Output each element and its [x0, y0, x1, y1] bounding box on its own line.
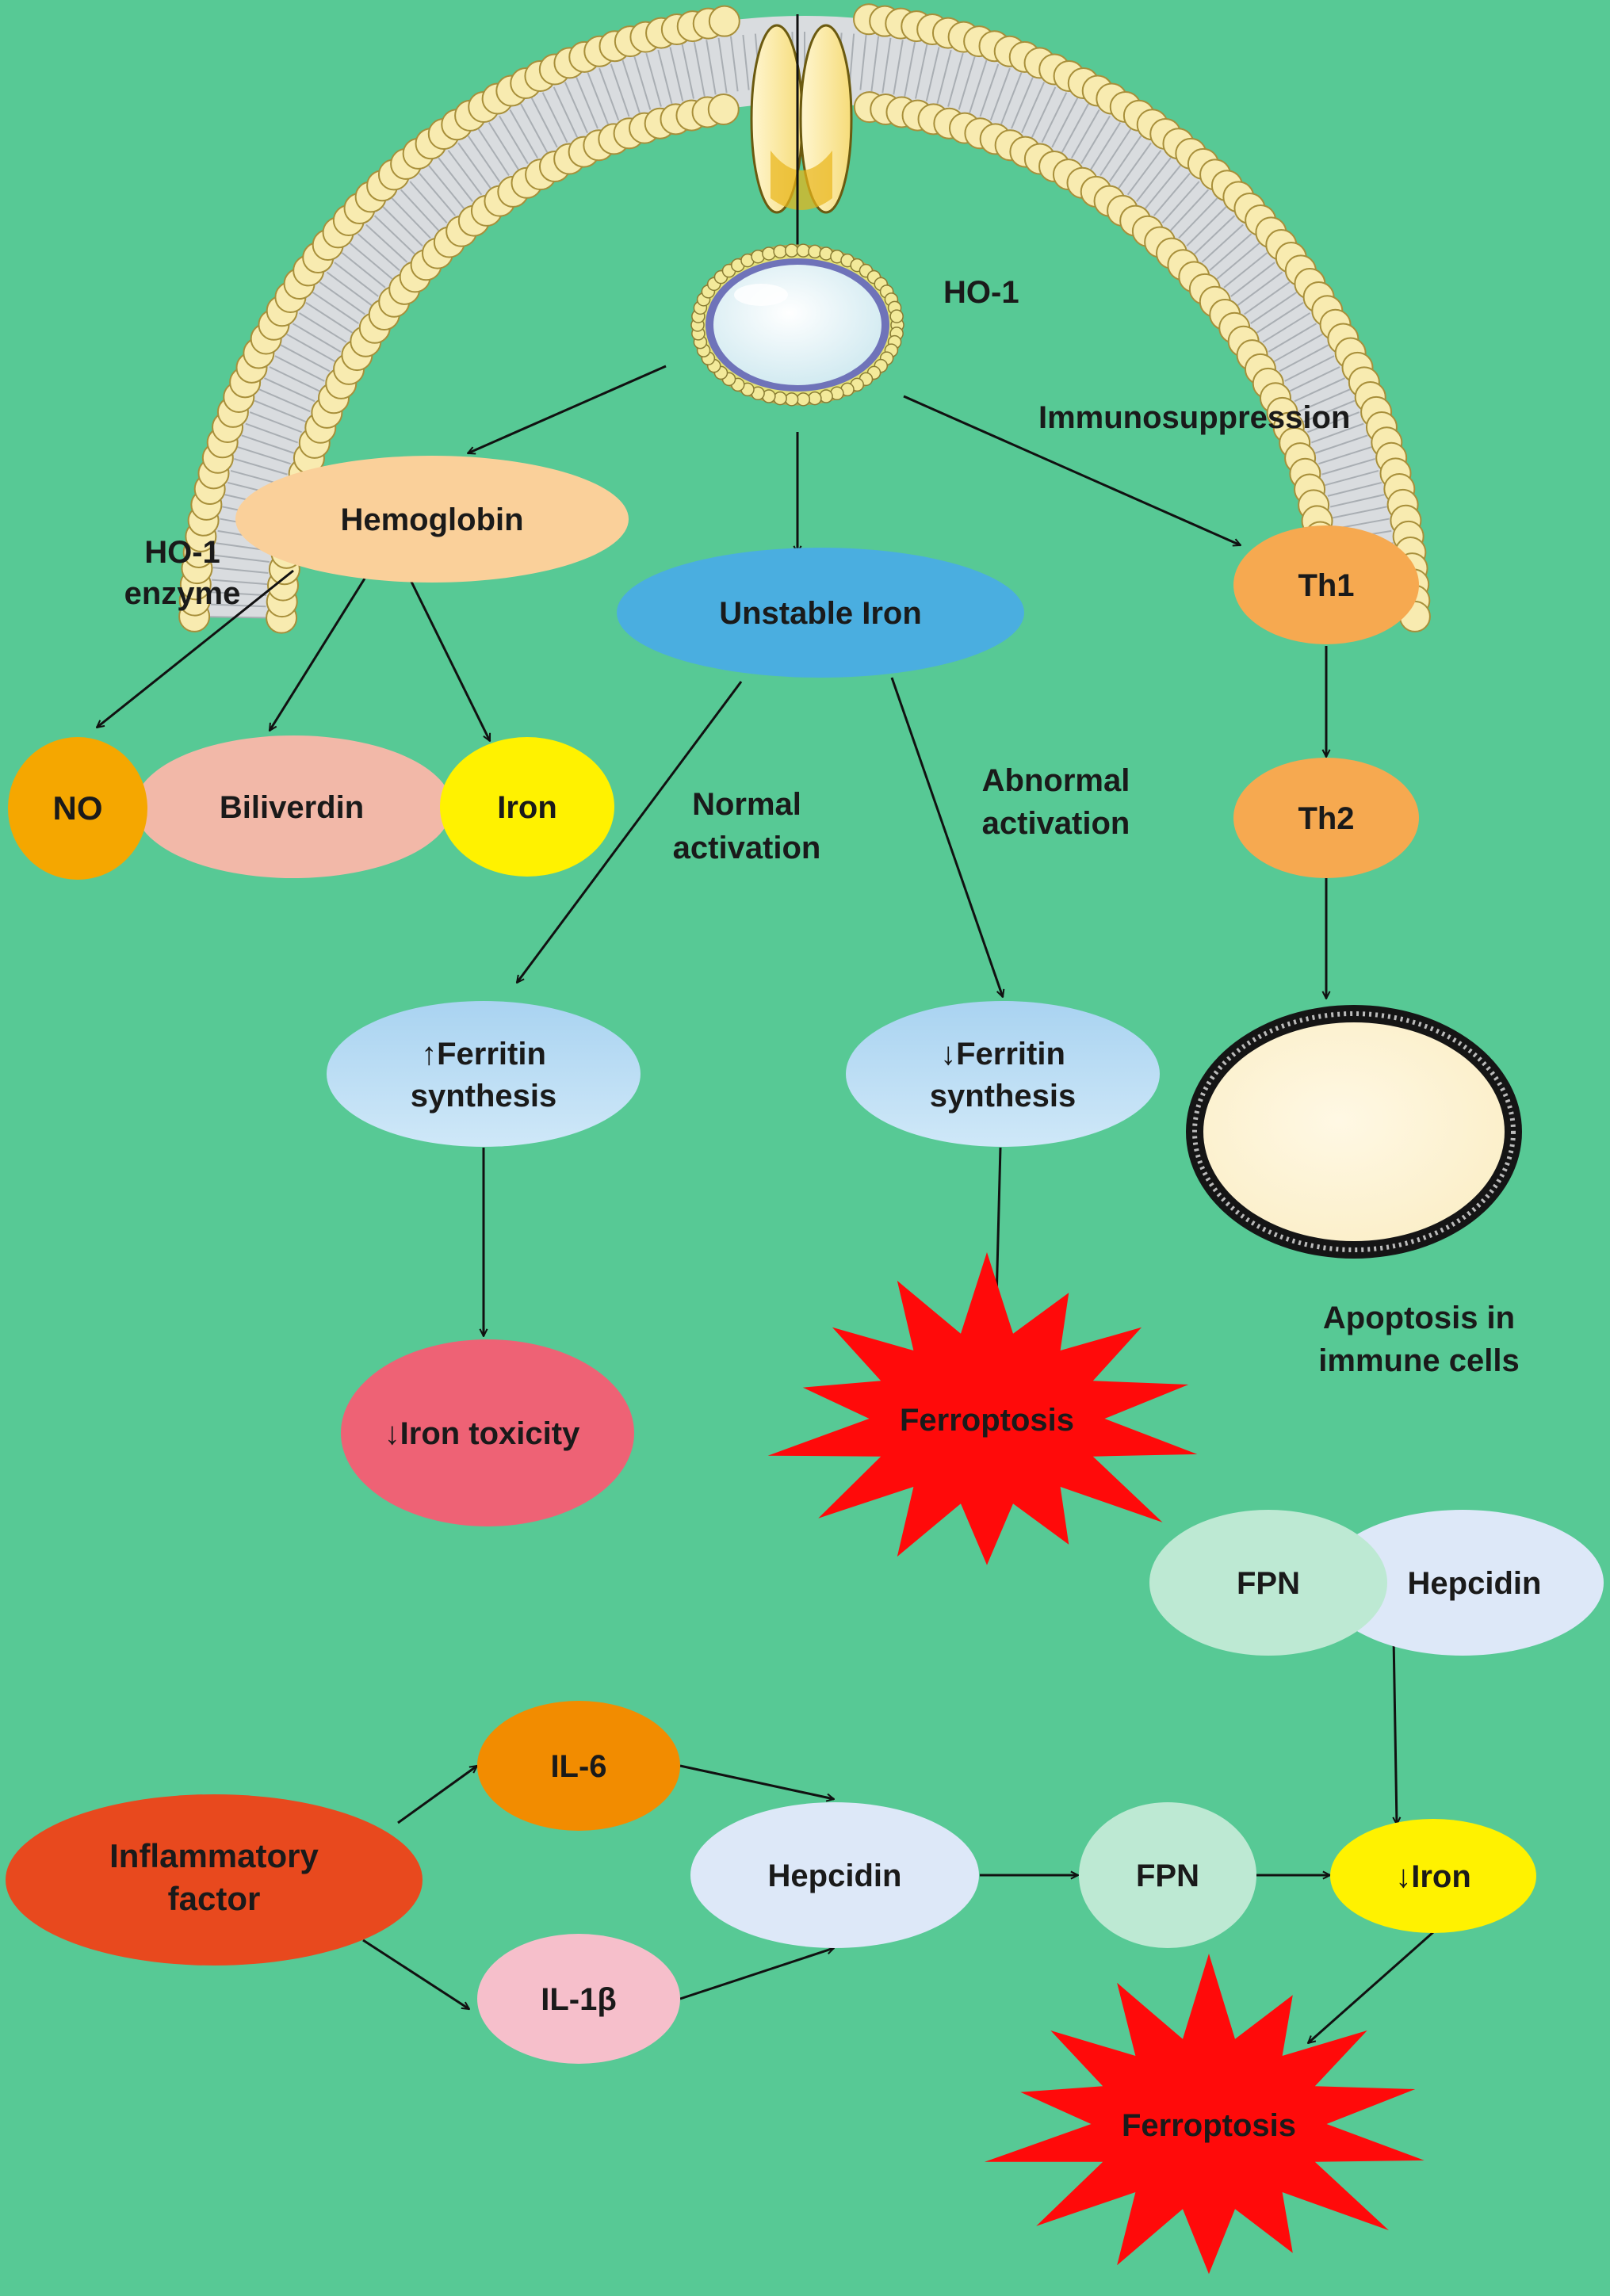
ferritin-up-label-line2: synthesis [411, 1079, 557, 1114]
hepcidin-lower-node [690, 1802, 979, 1948]
arrow-iron-to-ferroptosis [1308, 1931, 1434, 2043]
arrow-hemoglobin-to-no [97, 569, 294, 728]
apoptosis-label-line2: immune cells [1318, 1343, 1519, 1378]
iron-down-label: ↓Iron [1395, 1859, 1471, 1894]
ho1-enzyme-label-line1: HO-1 [144, 535, 220, 570]
immunosuppression-label: Immunosuppression [1038, 400, 1350, 435]
fpn-lower-label: FPN [1136, 1859, 1199, 1893]
immune-cell-icon [1186, 1005, 1522, 1259]
th1-label: Th1 [1298, 568, 1354, 603]
arrow-ho1-to-th1 [903, 395, 1241, 545]
fpn-upper-node [1149, 1510, 1387, 1656]
ferritin-down-node [846, 1001, 1160, 1147]
ferroptosis-lower-label: Ferroptosis [1122, 2108, 1296, 2143]
apoptosis-label-line1: Apoptosis in [1323, 1301, 1515, 1335]
inflammatory-factor-node [6, 1794, 423, 1966]
arrow-unstable-iron-normal [517, 681, 743, 983]
arrow-inflammatory-to-il1b [362, 1939, 469, 2011]
hepcidin-lower-label: Hepcidin [768, 1859, 902, 1893]
ferroptosis-lower-burst [985, 1954, 1425, 2275]
ferroptosis-upper-burst [767, 1252, 1198, 1565]
iron-label: Iron [497, 790, 557, 825]
biliverdin-label: Biliverdin [220, 790, 364, 825]
fpn-lower-node [1079, 1802, 1256, 1948]
hepcidin-upper-node [1321, 1510, 1604, 1656]
arrow-hepcidin-to-iron [1394, 1636, 1397, 1824]
unstable-iron-node [617, 548, 1024, 678]
abnormal-activation-line1: Abnormal [982, 763, 1130, 798]
membrane-channel-icon [750, 24, 853, 214]
ferritin-up-node [327, 1001, 641, 1147]
arrow-inflammatory-to-il6 [397, 1766, 477, 1824]
hemoglobin-label: Hemoglobin [340, 502, 523, 537]
iron-toxicity-label: ↓Iron toxicity [384, 1416, 580, 1451]
no-node [8, 737, 147, 880]
iron-node [440, 737, 614, 877]
ho1-enzyme-label-line2: enzyme [124, 576, 241, 611]
hepcidin-upper-label: Hepcidin [1408, 1566, 1542, 1601]
arrow-ho1-to-hemoglobin [468, 365, 667, 453]
ferritin-down-label-line1: ↓Ferritin [940, 1037, 1065, 1072]
th2-node [1233, 758, 1419, 878]
ho1-label: HO-1 [943, 275, 1019, 310]
normal-activation-line2: activation [673, 831, 821, 865]
arrow-unstable-iron-abnormal [890, 677, 1003, 997]
th1-node [1233, 525, 1419, 644]
unstable-iron-label: Unstable Iron [719, 596, 922, 631]
il1b-label: IL-1β [541, 1982, 617, 2017]
arrow-il6-to-hepcidin [679, 1764, 834, 1799]
arrow-hemoglobin-to-biliverdin [268, 578, 366, 731]
inflammatory-factor-label-line1: Inflammatory [109, 1837, 319, 1874]
ferritin-up-label-line1: ↑Ferritin [421, 1037, 546, 1072]
hemoglobin-node [235, 456, 629, 583]
inflammatory-factor-label-line2: factor [168, 1880, 261, 1917]
arrows [97, 365, 1434, 2043]
il1b-node [477, 1934, 680, 2064]
th2-label: Th2 [1298, 801, 1354, 836]
fpn-upper-label: FPN [1237, 1566, 1300, 1601]
no-label: NO [53, 789, 103, 827]
iron-toxicity-node [341, 1339, 634, 1526]
ferritin-down-label-line2: synthesis [930, 1079, 1077, 1114]
normal-activation-line1: Normal [692, 787, 801, 822]
il6-node [477, 1701, 680, 1831]
biliverdin-node [135, 735, 452, 878]
iron-down-node [1330, 1819, 1536, 1933]
arrow-il1b-to-hepcidin [679, 1948, 834, 2000]
ho1-vesicle-icon [691, 244, 904, 406]
abnormal-activation-line2: activation [982, 806, 1130, 841]
ferroptosis-upper-label: Ferroptosis [900, 1403, 1074, 1438]
il6-label: IL-6 [550, 1749, 606, 1784]
arrow-hemoglobin-to-iron [409, 579, 491, 741]
